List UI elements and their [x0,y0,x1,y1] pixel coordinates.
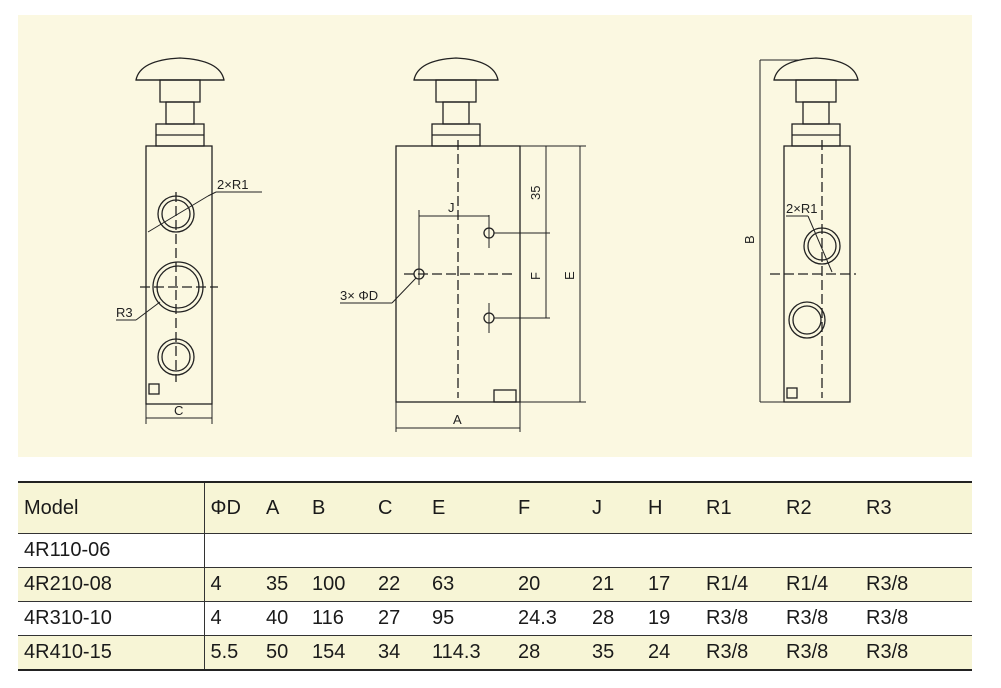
right-port-lower [788,301,826,339]
right-side-view [759,57,859,403]
right-b-label: B [742,235,757,244]
cell: 4 [210,607,222,629]
drawing-background [18,15,972,457]
cell [642,534,700,568]
cell: 24 [642,635,700,670]
cell: 95 [432,607,455,629]
cell-model: 4R210-08 [18,567,205,602]
header-e: E [426,482,512,534]
table-header-row: Model ΦD A B C E F J H R1 R2 R3 [18,482,972,534]
table-row: 4R210-08 4 35 100 22 63 20 21 17 R1/4 R1… [18,567,972,602]
cell: 22 [372,567,426,602]
cell: R1/4 [780,567,860,602]
mid-j-label: J [448,200,455,215]
cell [260,534,306,568]
left-side-view [116,57,262,424]
mid-d-label: 3× ΦD [340,288,378,303]
cell: 35 [586,635,642,670]
cell: R3/8 [780,635,860,670]
mid-f-label: F [528,272,543,280]
table-row: 4R410-15 5.5 50 154 34 114.3 28 35 24 R3… [18,635,972,670]
header-h: H [642,482,700,534]
cell [860,534,972,568]
technical-drawing: 2×R1 R3 C 35 J 3× ΦD F E A [18,15,972,457]
table-row: 4R310-10 4 40 116 27 95 24.3 28 19 R3/8 … [18,601,972,636]
cell: R3/8 [866,607,909,629]
mid-a-label: A [453,412,462,427]
cell-model: 4R410-15 [18,635,205,670]
cell: 154 [306,635,372,670]
cell: R3/8 [706,607,749,629]
cell: R3/8 [860,635,972,670]
cell: 40 [266,607,289,629]
cell: 24.3 [518,607,557,629]
header-model: Model [18,482,205,534]
cell: 114.3 [426,635,512,670]
cell: 19 [648,607,671,629]
cell: 34 [372,635,426,670]
header-r3: R3 [860,482,972,534]
cell [700,534,780,568]
left-ports-label: 2×R1 [217,177,248,192]
cell: R3/8 [786,607,829,629]
cell [780,534,860,568]
cell [306,534,372,568]
cell: R3/8 [700,635,780,670]
left-button-cap [135,57,225,81]
cell: 35 [260,567,306,602]
spec-table: Model ΦD A B C E F J H R1 R2 R3 4R110-06… [18,481,972,671]
cell: 63 [426,567,512,602]
cell [426,534,512,568]
cell [512,534,586,568]
header-b: B [306,482,372,534]
cell: 17 [642,567,700,602]
left-r3-label: R3 [116,305,133,320]
cell: 5.5 [204,635,260,670]
header-f: F [512,482,586,534]
cell [372,534,426,568]
cell: 28 [592,607,615,629]
cell [586,534,642,568]
mid-e-label: E [562,271,577,280]
cell: 4 [204,567,260,602]
cell: 116 [312,607,344,629]
front-view [340,57,586,432]
header-c: C [372,482,426,534]
cell: R3/8 [860,567,972,602]
header-phi-d: ΦD [204,482,260,534]
left-body [145,145,213,405]
cell: R1/4 [700,567,780,602]
right-button-cap [773,57,859,81]
cell: 50 [260,635,306,670]
cell: 28 [512,635,586,670]
cell-model: 4R110-06 [18,533,205,568]
cell [204,534,260,568]
mid-35-label: 35 [528,186,543,200]
cell: 27 [378,607,401,629]
cell: 100 [306,567,372,602]
left-c-label: C [174,403,183,418]
cell-model: 4R310-10 [18,601,205,636]
table-row: 4R110-06 [18,533,972,568]
header-j: J [586,482,642,534]
right-ports-label: 2×R1 [786,201,817,216]
cell: 21 [586,567,642,602]
cell: 20 [512,567,586,602]
header-r2: R2 [780,482,860,534]
header-a: A [260,482,306,534]
header-r1: R1 [700,482,780,534]
mid-button-cap [413,57,499,81]
